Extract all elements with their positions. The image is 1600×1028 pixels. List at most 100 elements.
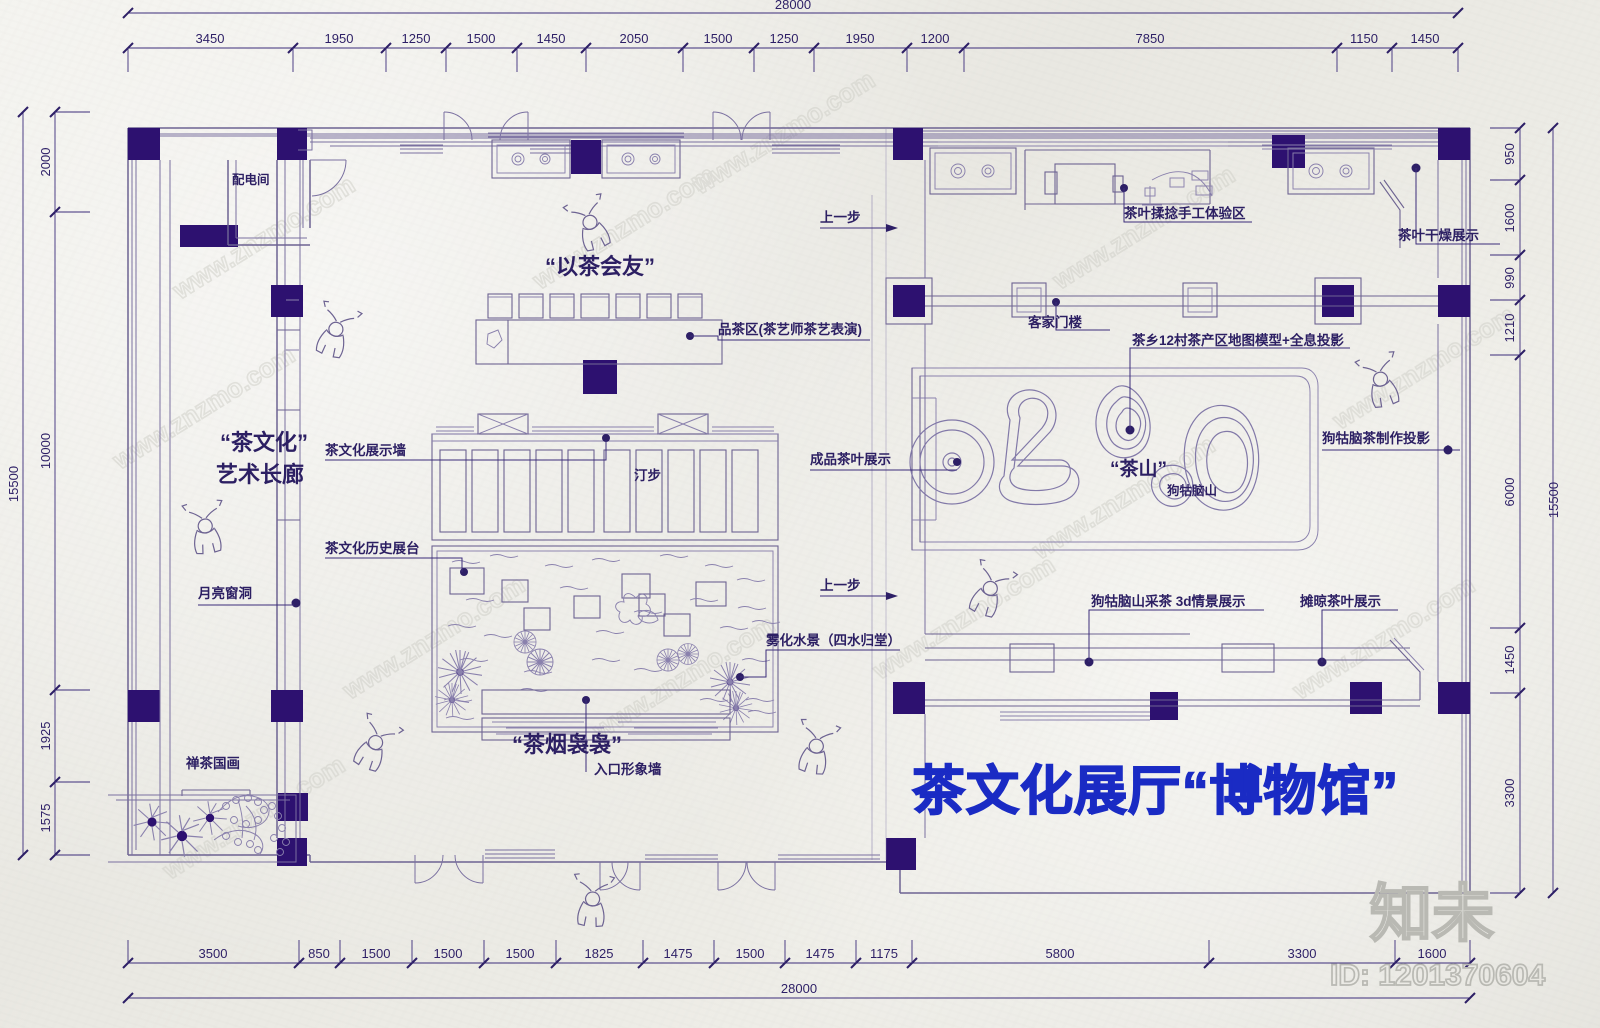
dim-top-10: 7850 — [1136, 31, 1165, 46]
dim-top-3: 1500 — [467, 31, 496, 46]
label-stepping-stones: 汀步 — [634, 467, 661, 483]
annotation-layer: 月亮窗洞 禅茶国画 茶文化展示墙 茶文化历史展台 品茶区(茶艺师茶艺表演) — [185, 168, 1500, 777]
waterscape-zone — [431, 545, 781, 741]
dim-top-1: 1950 — [325, 31, 354, 46]
dimension-chain-right: 15500 950 1600 990 1210 60 — [1490, 122, 1561, 899]
tasting-chairs — [487, 293, 703, 319]
dim-bottom-2: 1500 — [362, 946, 391, 961]
outer-walls — [127, 127, 1471, 894]
dim-bottom-9: 1175 — [870, 946, 898, 961]
top-wall-detail — [310, 130, 1460, 147]
annotation-production-projection[interactable]: 狗牯脑茶制作投影 — [1322, 430, 1460, 455]
dim-bottom-6: 1475 — [664, 946, 693, 961]
annotation-spreading-display[interactable]: 摊晾茶叶展示 — [1300, 593, 1398, 662]
water-ripples — [443, 554, 781, 720]
dim-bottom-7: 1500 — [736, 946, 765, 961]
watermark-diagonal: www.znzmo.com — [1046, 159, 1240, 295]
annotation-history-platform[interactable]: 茶文化历史展台 — [324, 540, 463, 572]
ceiling-hatch-left — [477, 413, 529, 435]
drying-schematic — [1142, 170, 1213, 206]
rolling-machine — [1024, 141, 1228, 210]
label-moon-window: 月亮窗洞 — [197, 585, 252, 601]
label-production-projection: 狗牯脑茶制作投影 — [1322, 430, 1430, 446]
culture-wall-zone — [431, 413, 779, 541]
label-mist-waterscape: 雾化水景（四水归堂） — [765, 632, 901, 648]
dim-left-1: 10000 — [38, 433, 53, 469]
label-picking-3d: 狗牯脑山采茶 3d情景展示 — [1091, 593, 1246, 609]
dim-left-0: 2000 — [38, 148, 53, 177]
dim-bottom-10: 5800 — [1046, 946, 1075, 961]
annotation-zen-painting[interactable]: 禅茶国画 — [185, 755, 240, 771]
dimension-chain-bottom: 3500 850 1500 1500 1500 1825 1475 1500 1… — [122, 940, 1476, 1004]
dim-top-total: 28000 — [775, 0, 811, 12]
zone-gallery-line2: 艺术长廊 — [216, 462, 304, 487]
annotation-finished-tea[interactable]: 成品茶叶展示 — [810, 451, 957, 471]
annotation-electrical-room[interactable]: 配电间 — [232, 172, 270, 187]
lower-right-exhibits — [925, 633, 1425, 721]
moon-window-marker — [291, 598, 301, 608]
dim-bottom-0: 3500 — [199, 946, 228, 961]
annotation-stepping-stones[interactable]: 汀步 — [634, 467, 661, 483]
center-axis — [871, 128, 887, 860]
dim-right-0: 950 — [1502, 143, 1517, 165]
label-hakka-gate: 客家门楼 — [1027, 314, 1082, 330]
dim-right-total: 15500 — [1546, 482, 1561, 518]
label-electrical-room: 配电间 — [232, 172, 270, 187]
annotation-culture-wall[interactable]: 茶文化展示墙 — [324, 440, 607, 461]
annotation-gounaonao-hill[interactable]: 狗牯脑山 — [1166, 483, 1217, 498]
dim-right-4: 6000 — [1502, 478, 1517, 507]
label-finished-tea: 成品茶叶展示 — [810, 451, 891, 467]
annotation-moon-window[interactable]: 月亮窗洞 — [197, 585, 294, 606]
dim-top-4: 1450 — [537, 31, 566, 46]
dim-right-1: 1600 — [1502, 204, 1517, 233]
annotation-mist-waterscape[interactable]: 雾化水景（四水归堂） — [740, 632, 901, 678]
label-spreading-display: 摊晾茶叶展示 — [1300, 593, 1381, 609]
annotation-hakka-gate[interactable]: 客家门楼 — [1027, 302, 1110, 331]
annotation-rolling-experience[interactable]: 茶叶揉捻手工体验区 — [1123, 188, 1252, 223]
dim-bottom-5: 1825 — [585, 946, 614, 961]
display-wall-slots — [439, 449, 759, 533]
label-culture-wall: 茶文化展示墙 — [324, 442, 406, 458]
dim-left-extensions — [55, 111, 90, 856]
dim-right-6: 3300 — [1502, 779, 1517, 808]
watermark-diagonal: www.znzmo.com — [106, 339, 300, 475]
dim-top-11: 1150 — [1350, 31, 1378, 46]
dimension-chain-left: 15500 2000 10000 1925 1575 — [6, 106, 90, 861]
annotation-entry-wall[interactable]: 入口形象墙 — [585, 700, 662, 777]
annotation-step-up-lower[interactable]: 上一步 — [820, 577, 898, 600]
dim-bottom-extensions — [127, 940, 1471, 963]
dim-right-5: 1450 — [1502, 646, 1517, 675]
label-tea-drying: 茶叶干燥展示 — [1397, 227, 1479, 243]
zone-tea-smoke: “茶烟袅袅” — [512, 732, 622, 757]
zone-tea-friends: “以茶会友” — [545, 254, 655, 279]
bonsai-shrub — [213, 794, 290, 856]
watermark-id: ID: 1201370604 — [1330, 959, 1545, 992]
label-village-map: 茶乡12村茶产区地图模型+全息投影 — [1131, 332, 1344, 348]
annotation-tasting-area[interactable]: 品茶区(茶艺师茶艺表演) — [690, 321, 870, 341]
annotation-step-up-upper[interactable]: 上一步 — [820, 209, 898, 232]
label-gounaonao-hill: 狗牯脑山 — [1166, 483, 1217, 498]
dim-bottom-total: 28000 — [781, 981, 817, 996]
electrical-room — [227, 129, 347, 246]
dim-right-3: 1210 — [1502, 314, 1517, 343]
annotation-tea-drying[interactable]: 茶叶干燥展示 — [1397, 168, 1500, 245]
dim-left-total: 15500 — [6, 466, 21, 502]
label-rolling-experience: 茶叶揉捻手工体验区 — [1123, 205, 1246, 221]
dim-left-3: 1575 — [38, 804, 53, 833]
watermark-diagonal: www.znzmo.com — [1326, 299, 1520, 435]
drawing-title: 茶文化展厅“博物馆” — [911, 761, 1399, 822]
zone-titles: “茶文化” 艺术长廊 “以茶会友” “茶烟袅袅” “茶山” — [216, 254, 1167, 757]
annotation-picking-3d[interactable]: 狗牯脑山采茶 3d情景展示 — [1088, 593, 1264, 662]
watermark-diagonal: www.znzmo.com — [686, 64, 880, 200]
dim-bottom-3: 1500 — [434, 946, 463, 961]
tasting-table-group — [475, 293, 723, 365]
hakka-gate-row — [885, 277, 1438, 325]
dim-right-extensions — [1490, 127, 1520, 894]
watermark-brand-layer: 知未 ID: 1201370604 — [1329, 879, 1546, 993]
annotation-village-map[interactable]: 茶乡12村茶产区地图模型+全息投影 — [1129, 332, 1350, 430]
dim-bottom-4: 1500 — [506, 946, 535, 961]
lotus-bloom — [615, 593, 659, 625]
exhibit-pedestals — [449, 567, 727, 637]
